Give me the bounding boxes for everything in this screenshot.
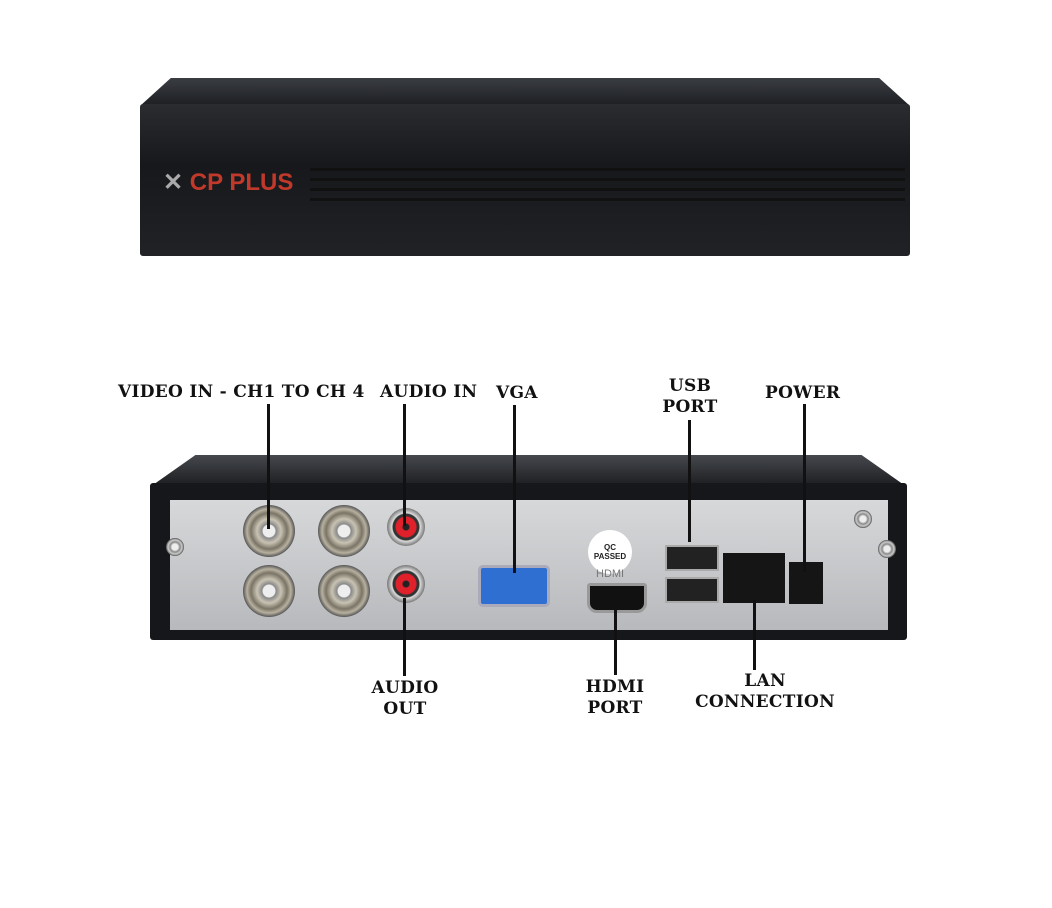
label-lan-connection: LAN CONNECTION [695,671,835,712]
dvr-rear-top-face [150,455,907,487]
leader-line [267,404,270,529]
label-audio-out: AUDIO OUT [371,678,439,719]
label-hdmi-port: HDMI PORT [585,677,645,718]
label-audio-in: AUDIO IN [380,382,478,402]
audio-out-jack[interactable] [387,565,425,603]
bnc-video-in-2[interactable] [318,505,370,557]
qc-passed-sticker: QC PASSED [588,530,632,574]
leader-line [513,405,516,573]
leader-line [403,598,406,676]
hdmi-print: HDMI [596,568,625,580]
label-power: POWER [765,383,841,403]
power-port[interactable] [789,562,823,604]
hdmi-port[interactable] [587,583,647,613]
bnc-video-in-1[interactable] [318,565,370,617]
dvr-top-face [140,78,910,106]
vent-slot [310,168,905,171]
lan-port[interactable] [723,553,785,603]
logo-text: CP PLUS [189,169,294,196]
leader-line [753,600,756,670]
cp-plus-logo: ✕ CP PLUS [163,168,293,197]
logo-mark-icon: ✕ [163,169,184,196]
label-vga: VGA [496,383,538,403]
leader-line [614,605,617,675]
vent-slot [310,188,905,191]
vent-slot [310,198,905,201]
bnc-video-in-3[interactable] [243,565,295,617]
label-usb-port: USB PORT [662,376,718,417]
usb-port-bottom[interactable] [665,577,719,603]
usb-port-top[interactable] [665,545,719,571]
leader-line [688,420,691,542]
label-video-in: VIDEO IN - CH1 TO CH 4 [118,382,365,402]
audio-in-jack[interactable] [387,508,425,546]
leader-line [803,404,806,572]
leader-line [403,404,406,526]
screw-icon [878,540,896,558]
screw-icon [166,538,184,556]
screw-icon [854,510,872,528]
vent-slot [310,178,905,181]
